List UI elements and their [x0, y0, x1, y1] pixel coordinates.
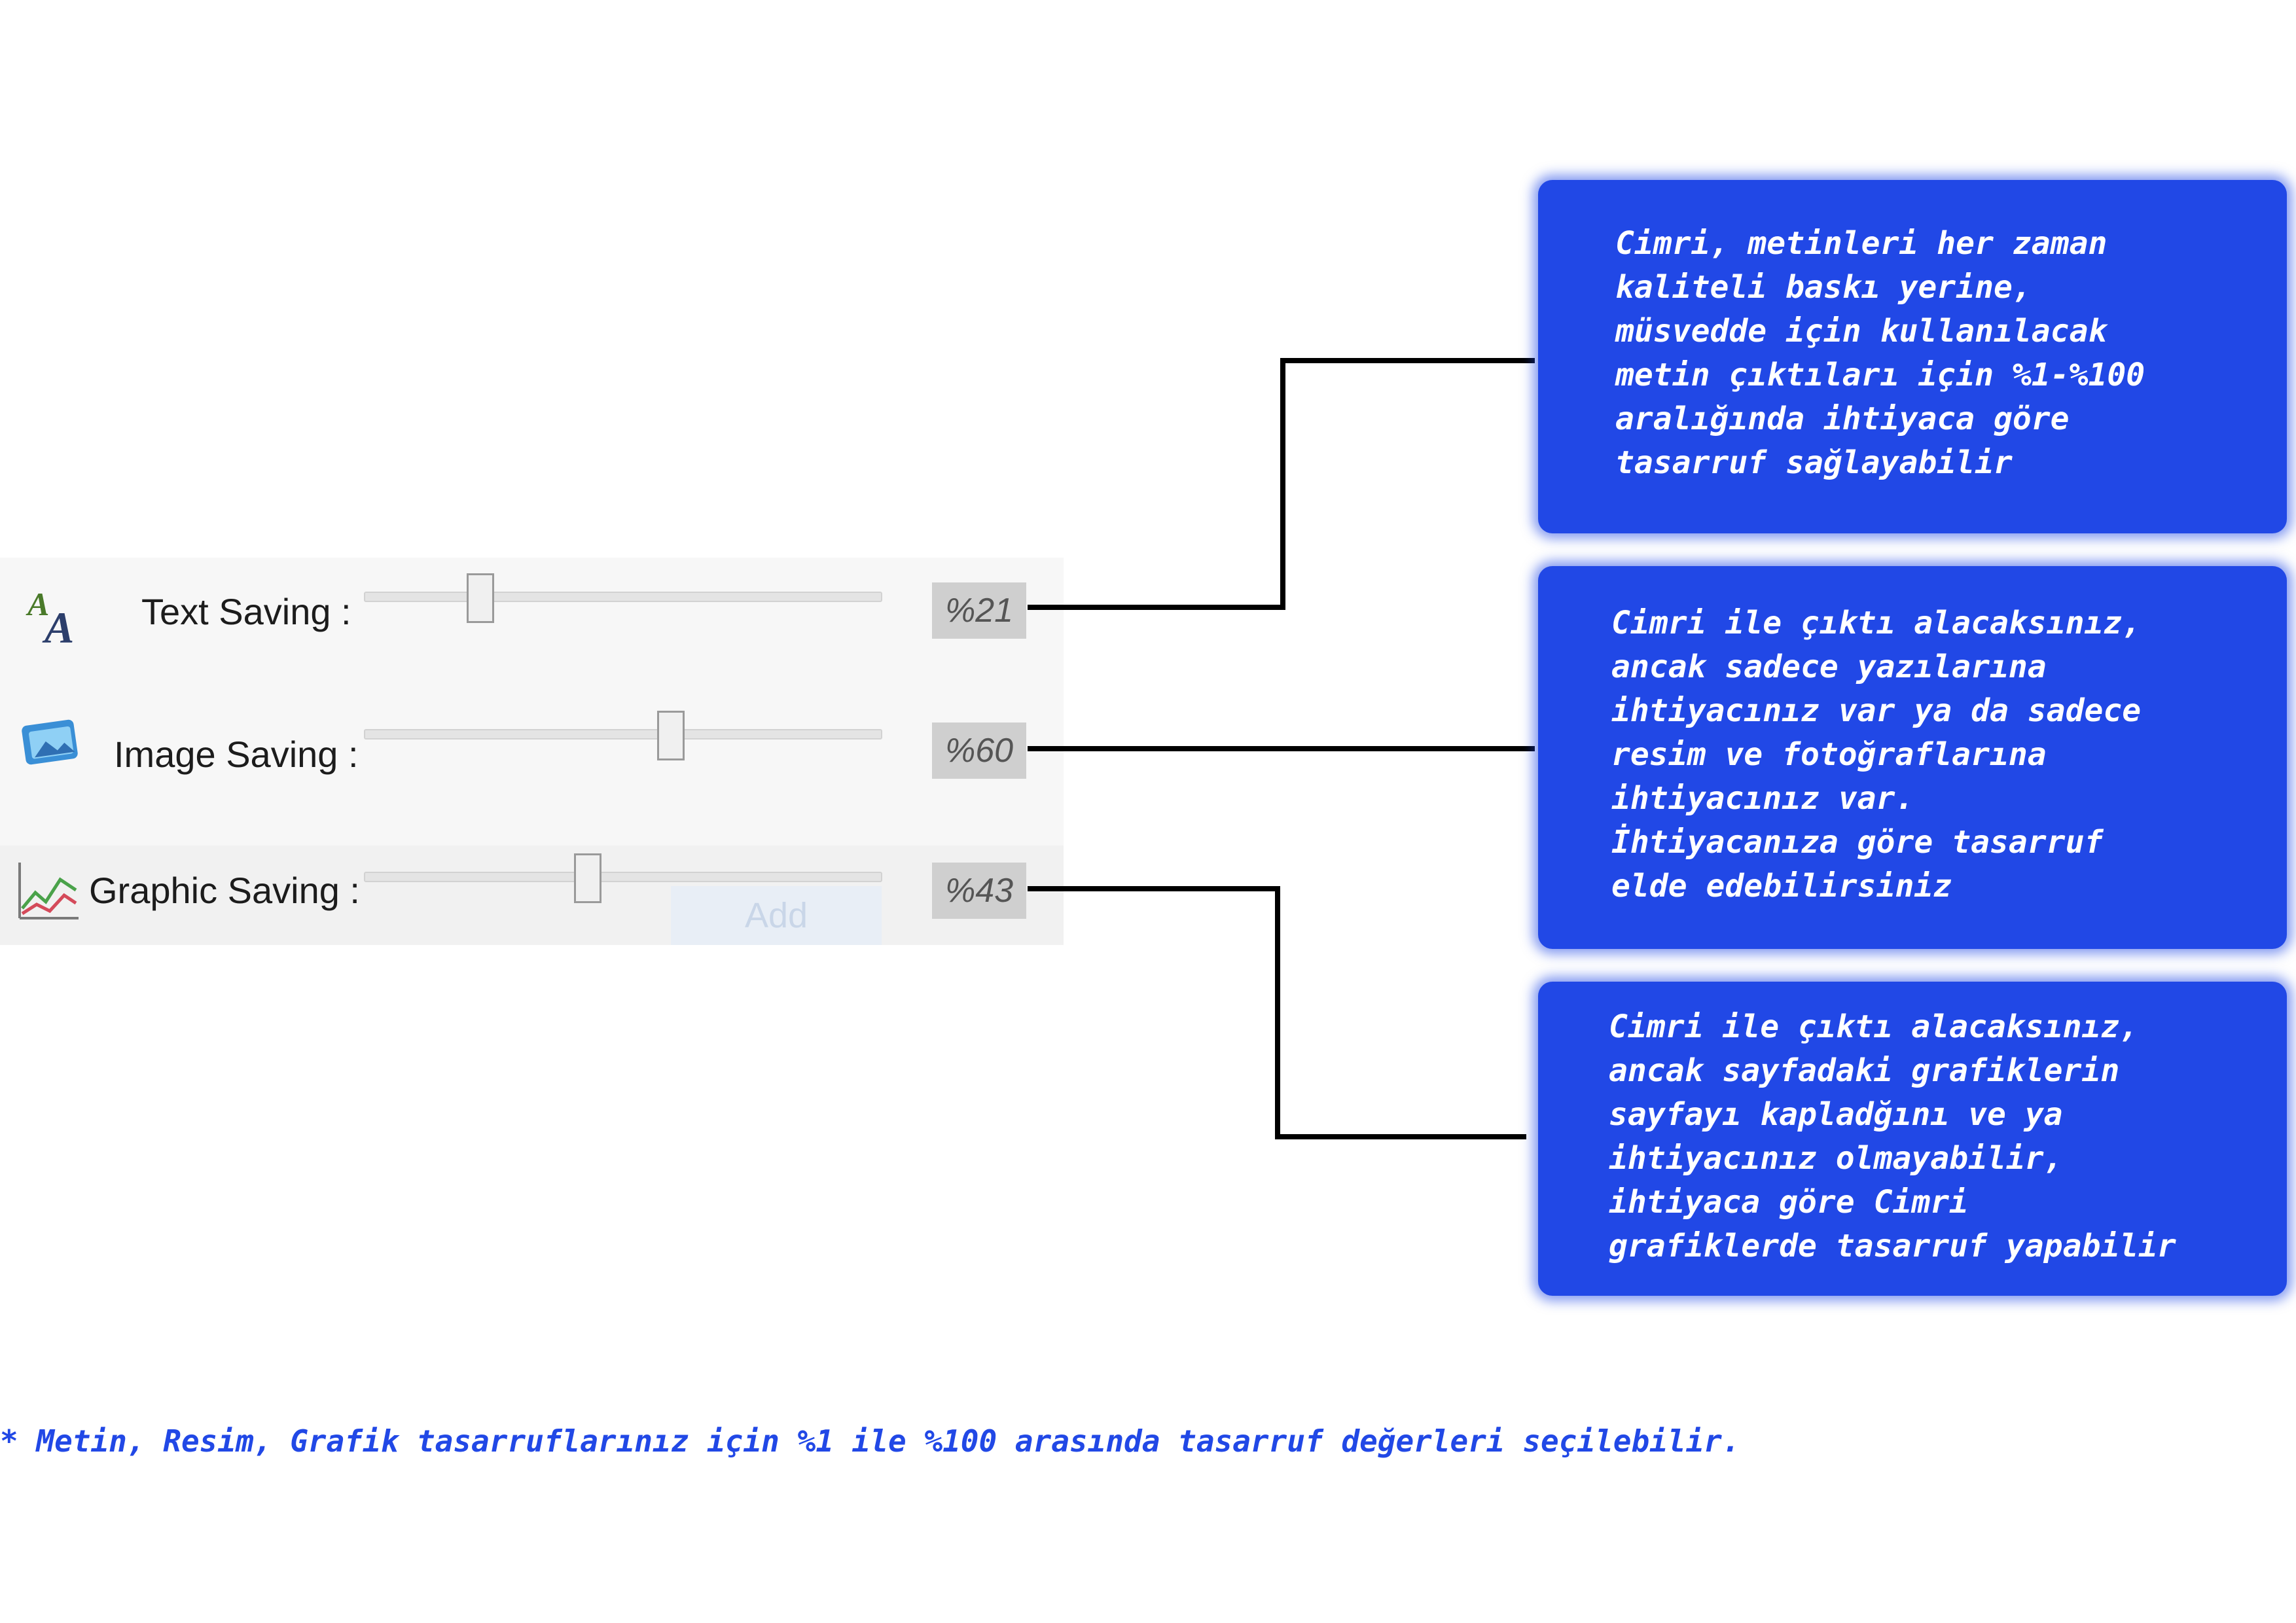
- graphic-saving-slider-track[interactable]: [364, 872, 882, 882]
- graphic-saving-slider-thumb[interactable]: [573, 853, 601, 903]
- add-button[interactable]: Add: [671, 886, 882, 945]
- graphic-saving-value: %43: [932, 863, 1026, 919]
- text-saving-value: %21: [932, 582, 1026, 639]
- line-chart-icon: [13, 856, 85, 928]
- connector-graphic: [1028, 886, 1526, 1139]
- text-saving-callout: Cimri, metinleri her zaman kaliteli bask…: [1538, 180, 2287, 533]
- graphic-saving-callout: Cimri ile çıktı alacaksınız, ancak sayfa…: [1538, 982, 2287, 1296]
- graphic-saving-row: Graphic Saving : %43: [0, 836, 1064, 935]
- image-saving-label: Image Saving :: [114, 734, 359, 775]
- graphic-saving-label: Graphic Saving :: [89, 870, 360, 911]
- text-saving-row: A A Text Saving : %21: [0, 558, 1064, 656]
- image-saving-slider-track[interactable]: [364, 729, 882, 740]
- svg-text:A: A: [42, 603, 74, 649]
- image-saving-value: %60: [932, 722, 1026, 779]
- panel-row-background: [0, 846, 1064, 945]
- image-saving-slider-thumb[interactable]: [656, 711, 685, 760]
- saving-settings-panel: Add A A Text Saving : %21 Image Saving :…: [0, 558, 1064, 945]
- image-saving-callout: Cimri ile çıktı alacaksınız, ancak sadec…: [1538, 566, 2287, 949]
- text-saving-slider-thumb[interactable]: [466, 573, 494, 623]
- footnote: * Metin, Resim, Grafik tasarruflarınız i…: [0, 1423, 1740, 1459]
- svg-text:A: A: [26, 586, 49, 622]
- connector-text: [1028, 358, 1535, 610]
- text-font-icon: A A: [18, 577, 90, 652]
- image-photo-icon: [17, 709, 89, 781]
- text-saving-label: Text Saving :: [141, 591, 351, 632]
- image-saving-row: Image Saving : %60: [0, 696, 1064, 794]
